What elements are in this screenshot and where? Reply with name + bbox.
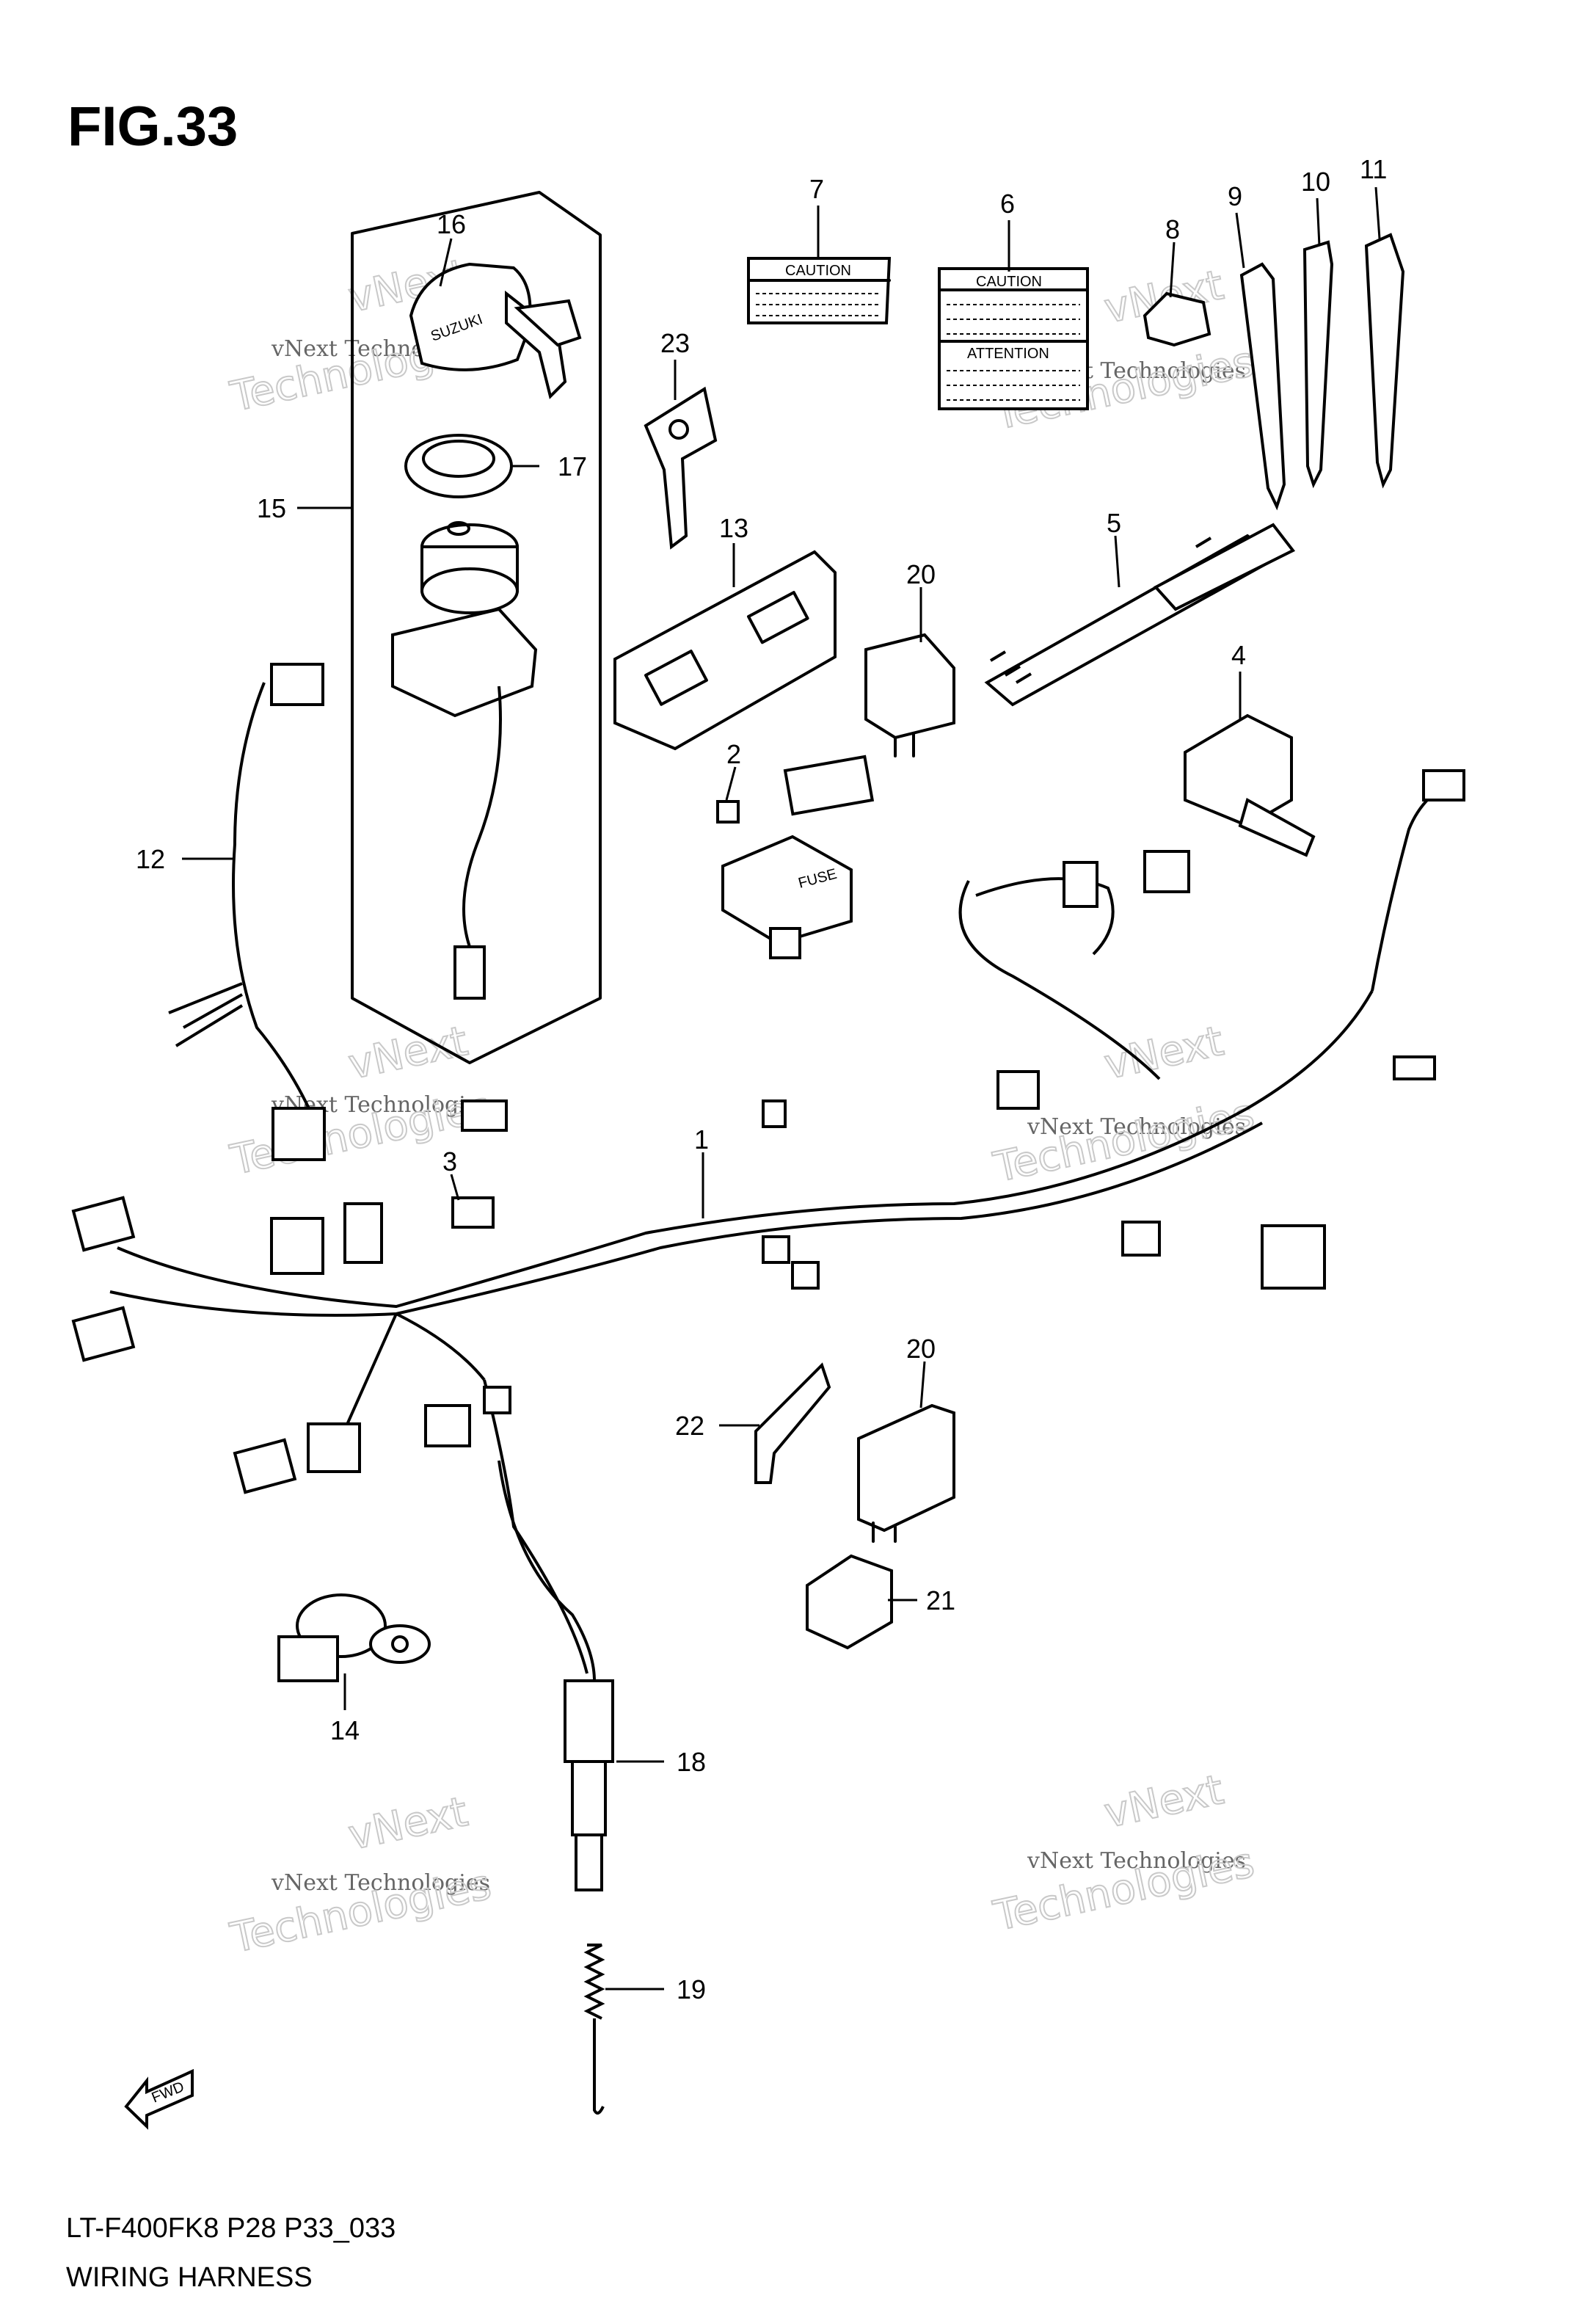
cable-tie-11 xyxy=(1364,233,1405,489)
main-wiring-harness xyxy=(71,769,1465,1674)
relay-top xyxy=(864,633,955,757)
sensor-rod xyxy=(593,2018,605,2115)
ignition-switch-body xyxy=(391,521,538,718)
callout-17: 17 xyxy=(558,451,587,481)
rubber-boot xyxy=(1184,713,1293,828)
harness-clip xyxy=(1143,291,1211,347)
callout-20-top: 20 xyxy=(906,559,936,589)
callout-16: 16 xyxy=(437,209,466,239)
watermark-bottom-right: vNext Technologies vNext Technologies xyxy=(988,1765,1258,1941)
callout-numbers: 1 2 3 4 5 6 7 8 9 10 11 12 13 14 15 16 1… xyxy=(136,154,1387,2004)
callout-15: 15 xyxy=(257,493,286,523)
cable-tie-9 xyxy=(1239,262,1286,511)
fuse-box: FUSE xyxy=(716,755,875,945)
callout-13: 13 xyxy=(719,513,748,543)
figure-title: FIG.33 xyxy=(68,95,238,158)
caution-text: CAUTION xyxy=(785,263,851,279)
ignition-key-cap: SUZUKI xyxy=(409,262,582,399)
callout-12: 12 xyxy=(136,844,165,874)
spring xyxy=(583,1944,605,2020)
sensor-wire xyxy=(498,1460,596,1682)
callout-14: 14 xyxy=(330,1715,360,1745)
neutral-switch xyxy=(277,1593,431,1682)
cable-tie-10 xyxy=(1302,240,1334,489)
callout-21: 21 xyxy=(926,1585,955,1615)
watermark-text: vNext Technologies xyxy=(271,1870,490,1896)
relay-connector xyxy=(806,1554,893,1650)
callout-5: 5 xyxy=(1107,508,1121,538)
connector xyxy=(270,663,324,706)
callout-20-bottom: 20 xyxy=(906,1334,936,1364)
spiral-protector-tube xyxy=(984,523,1296,707)
watermark-outline: vNext xyxy=(344,1788,472,1860)
callout-18: 18 xyxy=(677,1747,706,1777)
watermark-text: vNext Technologies xyxy=(1027,1848,1246,1874)
callout-2: 2 xyxy=(726,739,741,769)
caution-text: CAUTION xyxy=(976,274,1042,290)
relay-bracket xyxy=(754,1362,831,1484)
callout-1: 1 xyxy=(694,1124,709,1155)
callout-9: 9 xyxy=(1228,181,1242,211)
fuse-bracket-plate xyxy=(613,550,837,751)
connector xyxy=(272,1107,326,1161)
figure-caption: WIRING HARNESS xyxy=(66,2262,313,2293)
ignition-wire xyxy=(462,686,502,948)
spare-key xyxy=(644,386,718,550)
attention-text: ATTENTION xyxy=(967,346,1049,362)
ignition-lock-nut xyxy=(404,434,513,498)
watermark-bottom-left: vNext Technologies vNext Technologies xyxy=(225,1787,495,1963)
caution-label-small: CAUTION xyxy=(747,257,892,324)
callout-11: 11 xyxy=(1360,154,1387,184)
ignition-assembly-outline xyxy=(351,191,602,1064)
callout-8: 8 xyxy=(1165,214,1180,244)
callout-22: 22 xyxy=(675,1411,704,1441)
callout-19: 19 xyxy=(677,1974,706,2004)
relay-bottom xyxy=(857,1403,955,1543)
callout-23: 23 xyxy=(660,328,690,358)
callout-6: 6 xyxy=(1000,189,1015,219)
forward-arrow-icon: FWD xyxy=(124,2068,194,2130)
model-code: LT-F400FK8 P28 P33_033 xyxy=(66,2213,396,2244)
sub-harness-12 xyxy=(232,682,317,1124)
leader-lines xyxy=(182,186,1381,1991)
watermark-outline: vNext xyxy=(1100,1766,1228,1838)
callout-7: 7 xyxy=(809,174,824,204)
watermark-outline: vNext xyxy=(1100,1017,1228,1089)
connector-3 xyxy=(451,1196,495,1229)
speed-sensor xyxy=(564,1679,614,1891)
callout-4: 4 xyxy=(1231,640,1246,670)
ignition-connector xyxy=(453,945,486,1000)
callout-3: 3 xyxy=(442,1146,457,1177)
callout-10: 10 xyxy=(1301,167,1330,197)
caution-attention-label: CAUTION ATTENTION xyxy=(938,267,1089,410)
